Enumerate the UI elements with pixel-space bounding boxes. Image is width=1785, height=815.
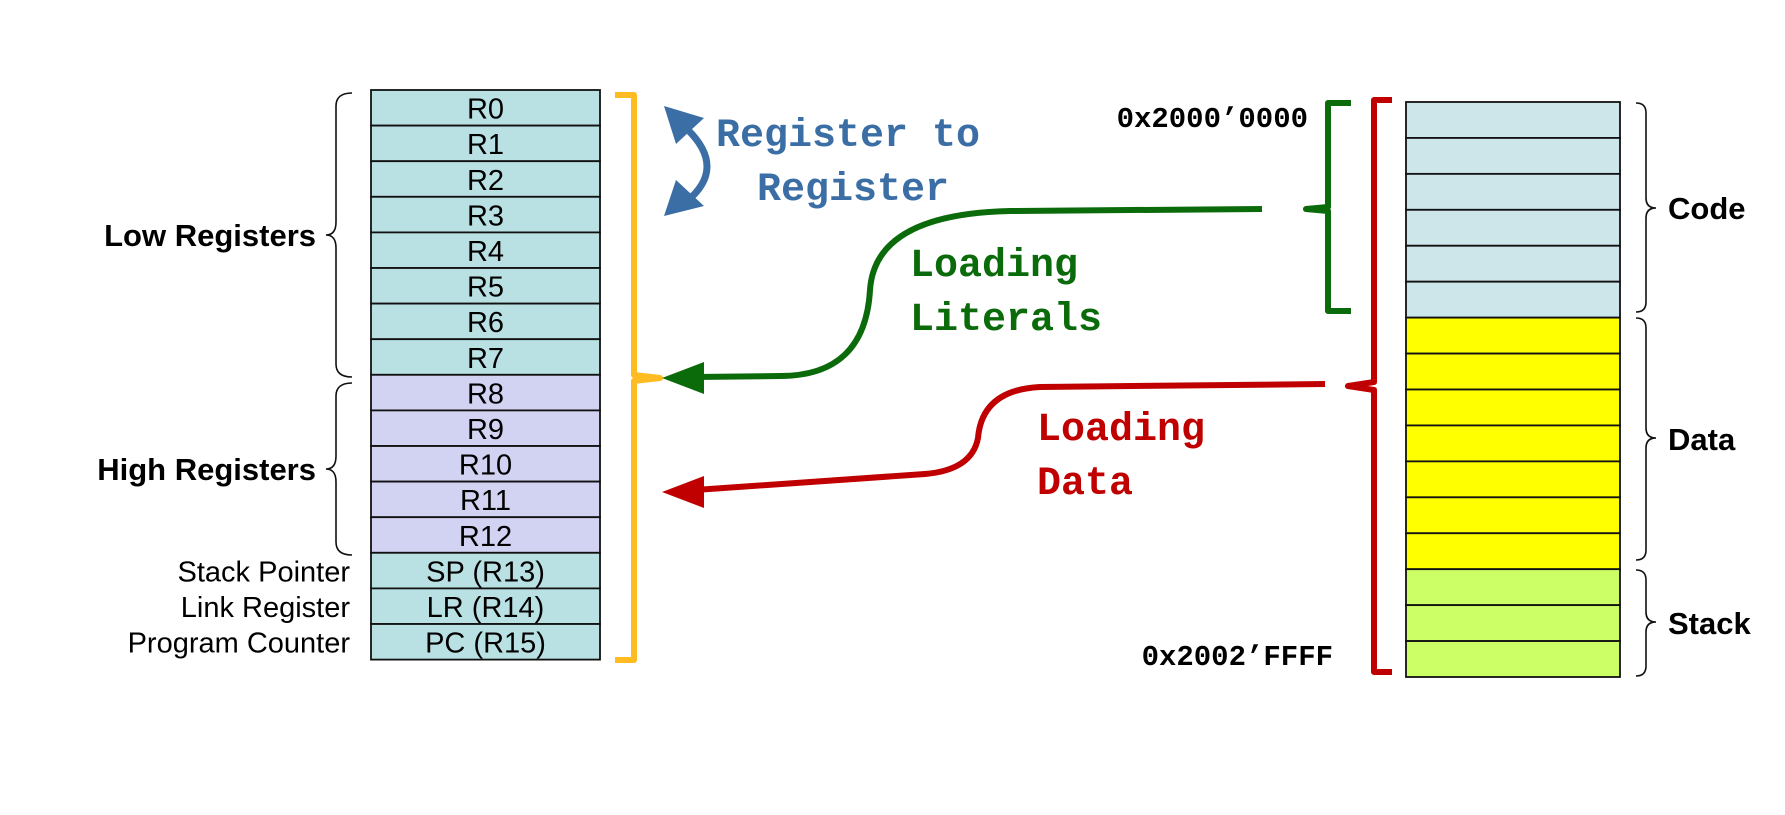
- start-address: 0x2000’0000: [1117, 103, 1308, 136]
- loading-literals-line-2: Literals: [910, 298, 1102, 343]
- register-cell-pc-r15: [370, 623, 601, 661]
- register-cell-r7: [370, 338, 601, 376]
- register-name: R3: [467, 200, 504, 232]
- stack-brace: [1635, 569, 1657, 677]
- data-label: Data: [1668, 422, 1736, 457]
- high-registers-brace: [325, 382, 353, 556]
- end-address: 0x2002’FFFF: [1142, 641, 1333, 674]
- memory-map: [1405, 101, 1621, 678]
- low-registers-brace: [325, 92, 353, 378]
- memory-cell-stack: [1405, 568, 1621, 607]
- register-side-label: Link Register: [181, 592, 351, 624]
- loading-literals-line-1: Loading: [910, 244, 1078, 289]
- memory-cell-data: [1405, 316, 1621, 355]
- low-registers-label: Low Registers: [104, 218, 316, 253]
- loading-data-label: Loading Data: [1037, 408, 1229, 507]
- register-name: R5: [467, 272, 504, 304]
- memory-cell-stack: [1405, 604, 1621, 642]
- code-label: Code: [1668, 191, 1746, 226]
- register-name: R10: [459, 450, 512, 482]
- memory-cell-code: [1405, 137, 1621, 175]
- register-name: LR (R14): [427, 592, 545, 624]
- memory-cell-data: [1405, 460, 1621, 499]
- register-name: R2: [467, 165, 504, 197]
- register-file-brace: [615, 92, 663, 663]
- register-name: R7: [467, 343, 504, 375]
- loading-data-arrow: [662, 381, 1326, 508]
- stack-label: Stack: [1668, 606, 1751, 641]
- register-name: R11: [460, 485, 511, 517]
- memory-cell-data: [1405, 388, 1621, 427]
- register-name: R8: [467, 378, 504, 410]
- register-cell-r11: [370, 480, 601, 519]
- register-side-label: Stack Pointer: [178, 556, 351, 588]
- register-name: R6: [467, 307, 504, 339]
- loading-literals-arrow: [662, 206, 1263, 394]
- data-brace: [1635, 317, 1657, 561]
- high-registers-label: High Registers: [97, 452, 316, 487]
- register-name: R12: [459, 521, 512, 553]
- memory-cell-code: [1405, 280, 1621, 319]
- register-cell-r1: [370, 124, 601, 163]
- register-cell-r10: [370, 445, 601, 483]
- code-brace: [1635, 102, 1657, 313]
- register-cell-r3: [370, 195, 601, 234]
- code-section-brace: [1303, 100, 1351, 314]
- memory-cell-data: [1405, 424, 1621, 463]
- memory-cell-code: [1405, 208, 1621, 247]
- memory-cell-code: [1405, 172, 1621, 211]
- register-name: SP (R13): [426, 556, 545, 588]
- register-to-register-line-1: Register to: [716, 114, 980, 159]
- loading-data-line-2: Data: [1037, 462, 1133, 507]
- memory-cell-data: [1405, 352, 1621, 391]
- memory-brace: [1345, 97, 1392, 675]
- register-name: PC (R15): [425, 628, 546, 660]
- register-to-register-arrow: [664, 106, 711, 216]
- register-side-label: Program Counter: [128, 628, 351, 660]
- register-name: R4: [467, 236, 504, 268]
- memory-cell-data: [1405, 496, 1621, 535]
- memory-cell-stack: [1405, 640, 1621, 678]
- memory-cell-data: [1405, 532, 1621, 571]
- memory-cell-code: [1405, 244, 1621, 283]
- register-name: R1: [467, 129, 504, 161]
- register-cell-r9: [370, 409, 601, 447]
- register-cell-r0: [370, 89, 601, 127]
- register-name: R9: [467, 414, 504, 446]
- register-cell-r5: [370, 267, 601, 305]
- register-cell-sp-r13: [370, 551, 601, 590]
- loading-literals-label: Loading Literals: [910, 244, 1102, 343]
- memory-cell-code: [1405, 101, 1621, 139]
- loading-data-line-1: Loading: [1037, 408, 1205, 453]
- register-name: R0: [467, 94, 504, 126]
- register-to-register-label: Register to Register: [716, 114, 1004, 213]
- register-to-register-line-2: Register: [757, 168, 949, 213]
